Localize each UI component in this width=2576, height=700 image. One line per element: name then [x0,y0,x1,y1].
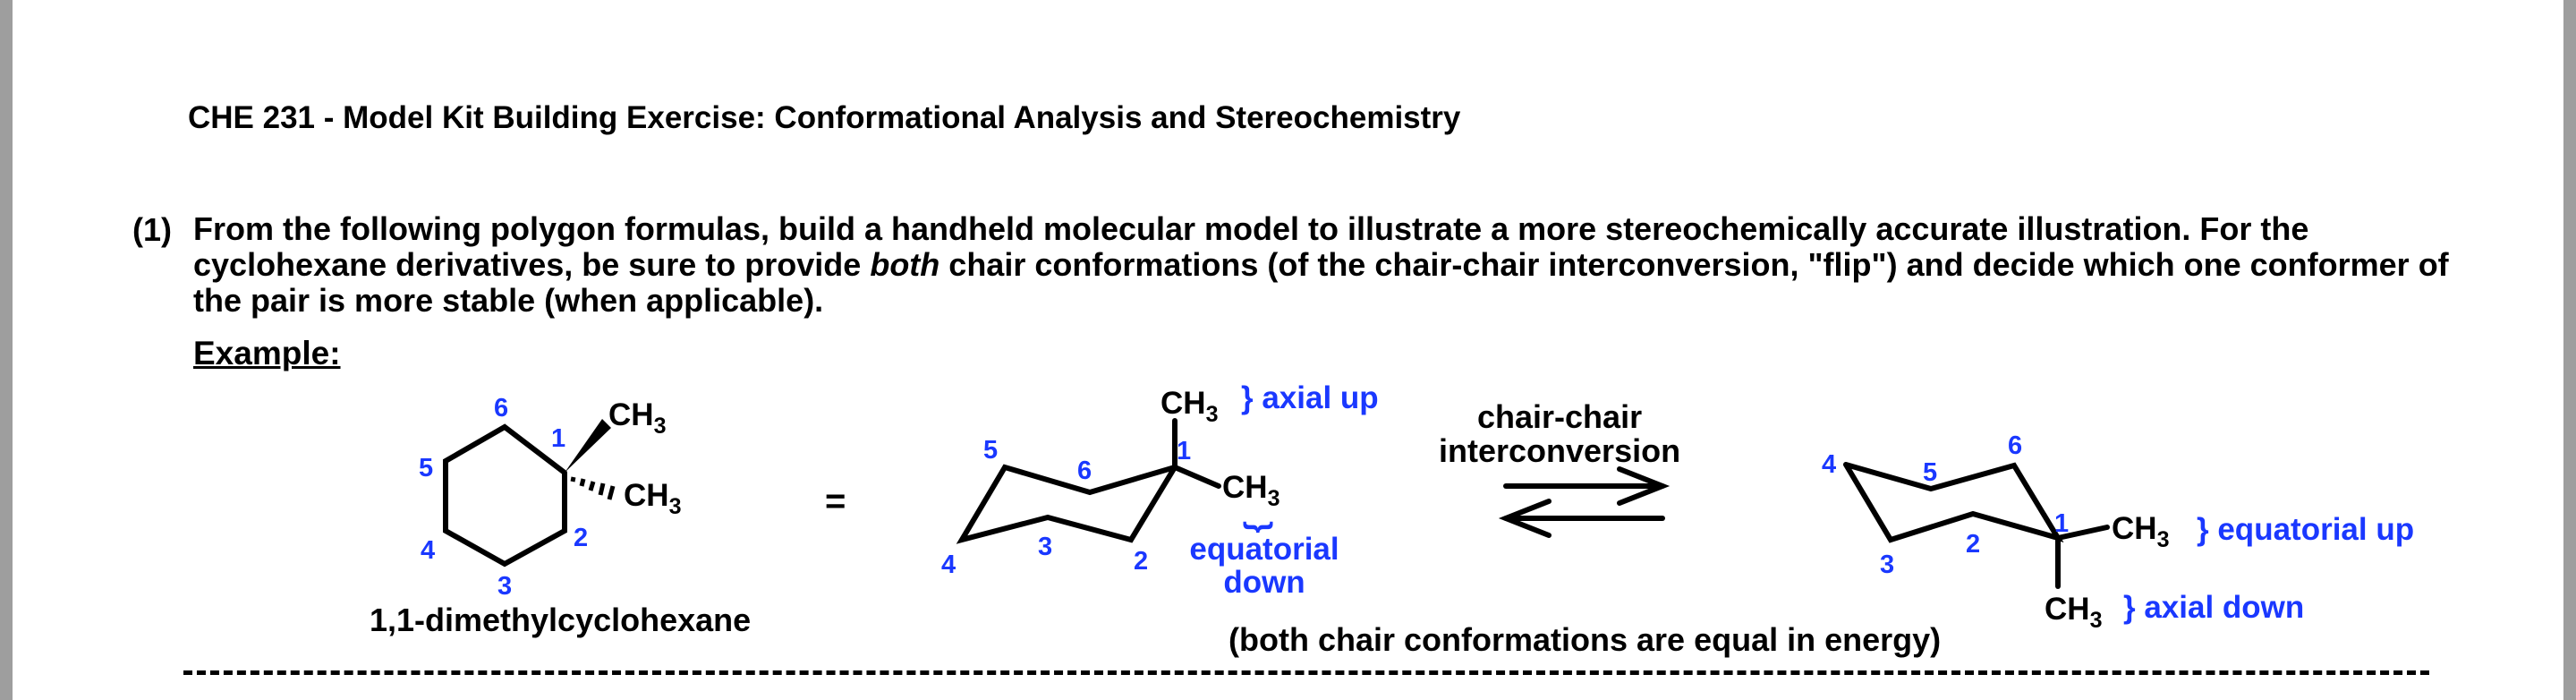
ring-number-4: 4 [421,536,435,565]
question-text: From the following polygon formulas, bui… [193,211,2466,319]
hexagon-structure: CH3 CH3 1 2 3 4 5 6 [419,394,681,601]
chair-ring-1 [956,464,1177,544]
equatorial-bond-2 [2055,525,2110,541]
methyl-label-equatorial-1: CH3 [1222,470,1279,511]
equilibrium-label: chair-chair interconversion [1439,400,1680,468]
hash-bond [570,476,616,500]
methyl-label-hashed: CH3 [624,478,681,519]
equatorial-up-label: } equatorial up [2197,512,2414,547]
chair2-number-3: 3 [1880,551,1894,579]
question-text-part2: chair conformations (of the chair-chair … [193,246,2449,319]
equatorial-brace: } [1243,521,1278,534]
wedge-bond [565,419,611,473]
chair-conformation-2: CH3 } equatorial up CH3 } axial down 1 2… [1822,431,2414,633]
forward-arrowhead [1617,466,1671,506]
section-divider [183,670,2429,675]
chair2-number-4: 4 [1822,450,1836,479]
hexagon-ring [443,423,567,568]
chair2-number-6: 6 [2008,431,2022,460]
methyl-label-axial-1: CH3 [1160,386,1218,427]
reverse-arrowhead [1498,499,1552,538]
methyl-label-equatorial-2: CH3 [2112,511,2169,552]
compound-name: 1,1-dimethylcyclohexane [370,602,752,638]
page-edge-left [0,0,13,700]
question-emphasis: both [870,246,940,283]
equatorial-down-line1: equatorial [1189,532,1339,567]
axial-up-label: } axial up [1241,380,1379,415]
example-heading: Example: [193,335,341,371]
chair-conformation-1: CH3 } axial up CH3 } equatorial down 1 2… [941,380,1379,600]
question-text-part1: From the following polygon formulas, bui… [193,210,2309,283]
ring-number-3: 3 [497,572,512,601]
equilibrium-label-line2: interconversion [1439,432,1681,469]
equals-sign: = [825,482,846,521]
chair1-number-2: 2 [1134,547,1148,576]
methyl-label-axial-2: CH3 [2045,592,2102,633]
equatorial-bond-1 [1172,465,1221,489]
axial-down-label: } axial down [2123,590,2304,625]
energy-note: (both chair conformations are equal in e… [1228,621,1942,658]
chair2-number-2: 2 [1966,530,1980,559]
chair2-number-5: 5 [1923,458,1937,487]
methyl-label-top: CH3 [608,397,666,439]
chair1-number-3: 3 [1038,533,1052,561]
chair1-number-5: 5 [983,436,998,465]
ring-number-6: 6 [494,394,508,423]
equatorial-down-line2: down [1223,565,1305,600]
chair1-number-6: 6 [1077,457,1092,485]
question-number: (1) [132,211,172,248]
chair1-number-4: 4 [941,551,956,579]
ring-number-2: 2 [574,524,588,552]
page-edge-right [2563,0,2576,700]
chair2-number-1: 1 [2054,509,2069,538]
chair1-number-1: 1 [1177,437,1191,465]
page-title: CHE 231 - Model Kit Building Exercise: C… [188,100,1461,135]
equilibrium-label-line1: chair-chair [1477,398,1643,435]
equilibrium-arrows [1498,466,1671,538]
ring-number-1: 1 [551,424,565,453]
chair-ring-2 [1843,462,2064,543]
ring-number-5: 5 [419,454,433,482]
